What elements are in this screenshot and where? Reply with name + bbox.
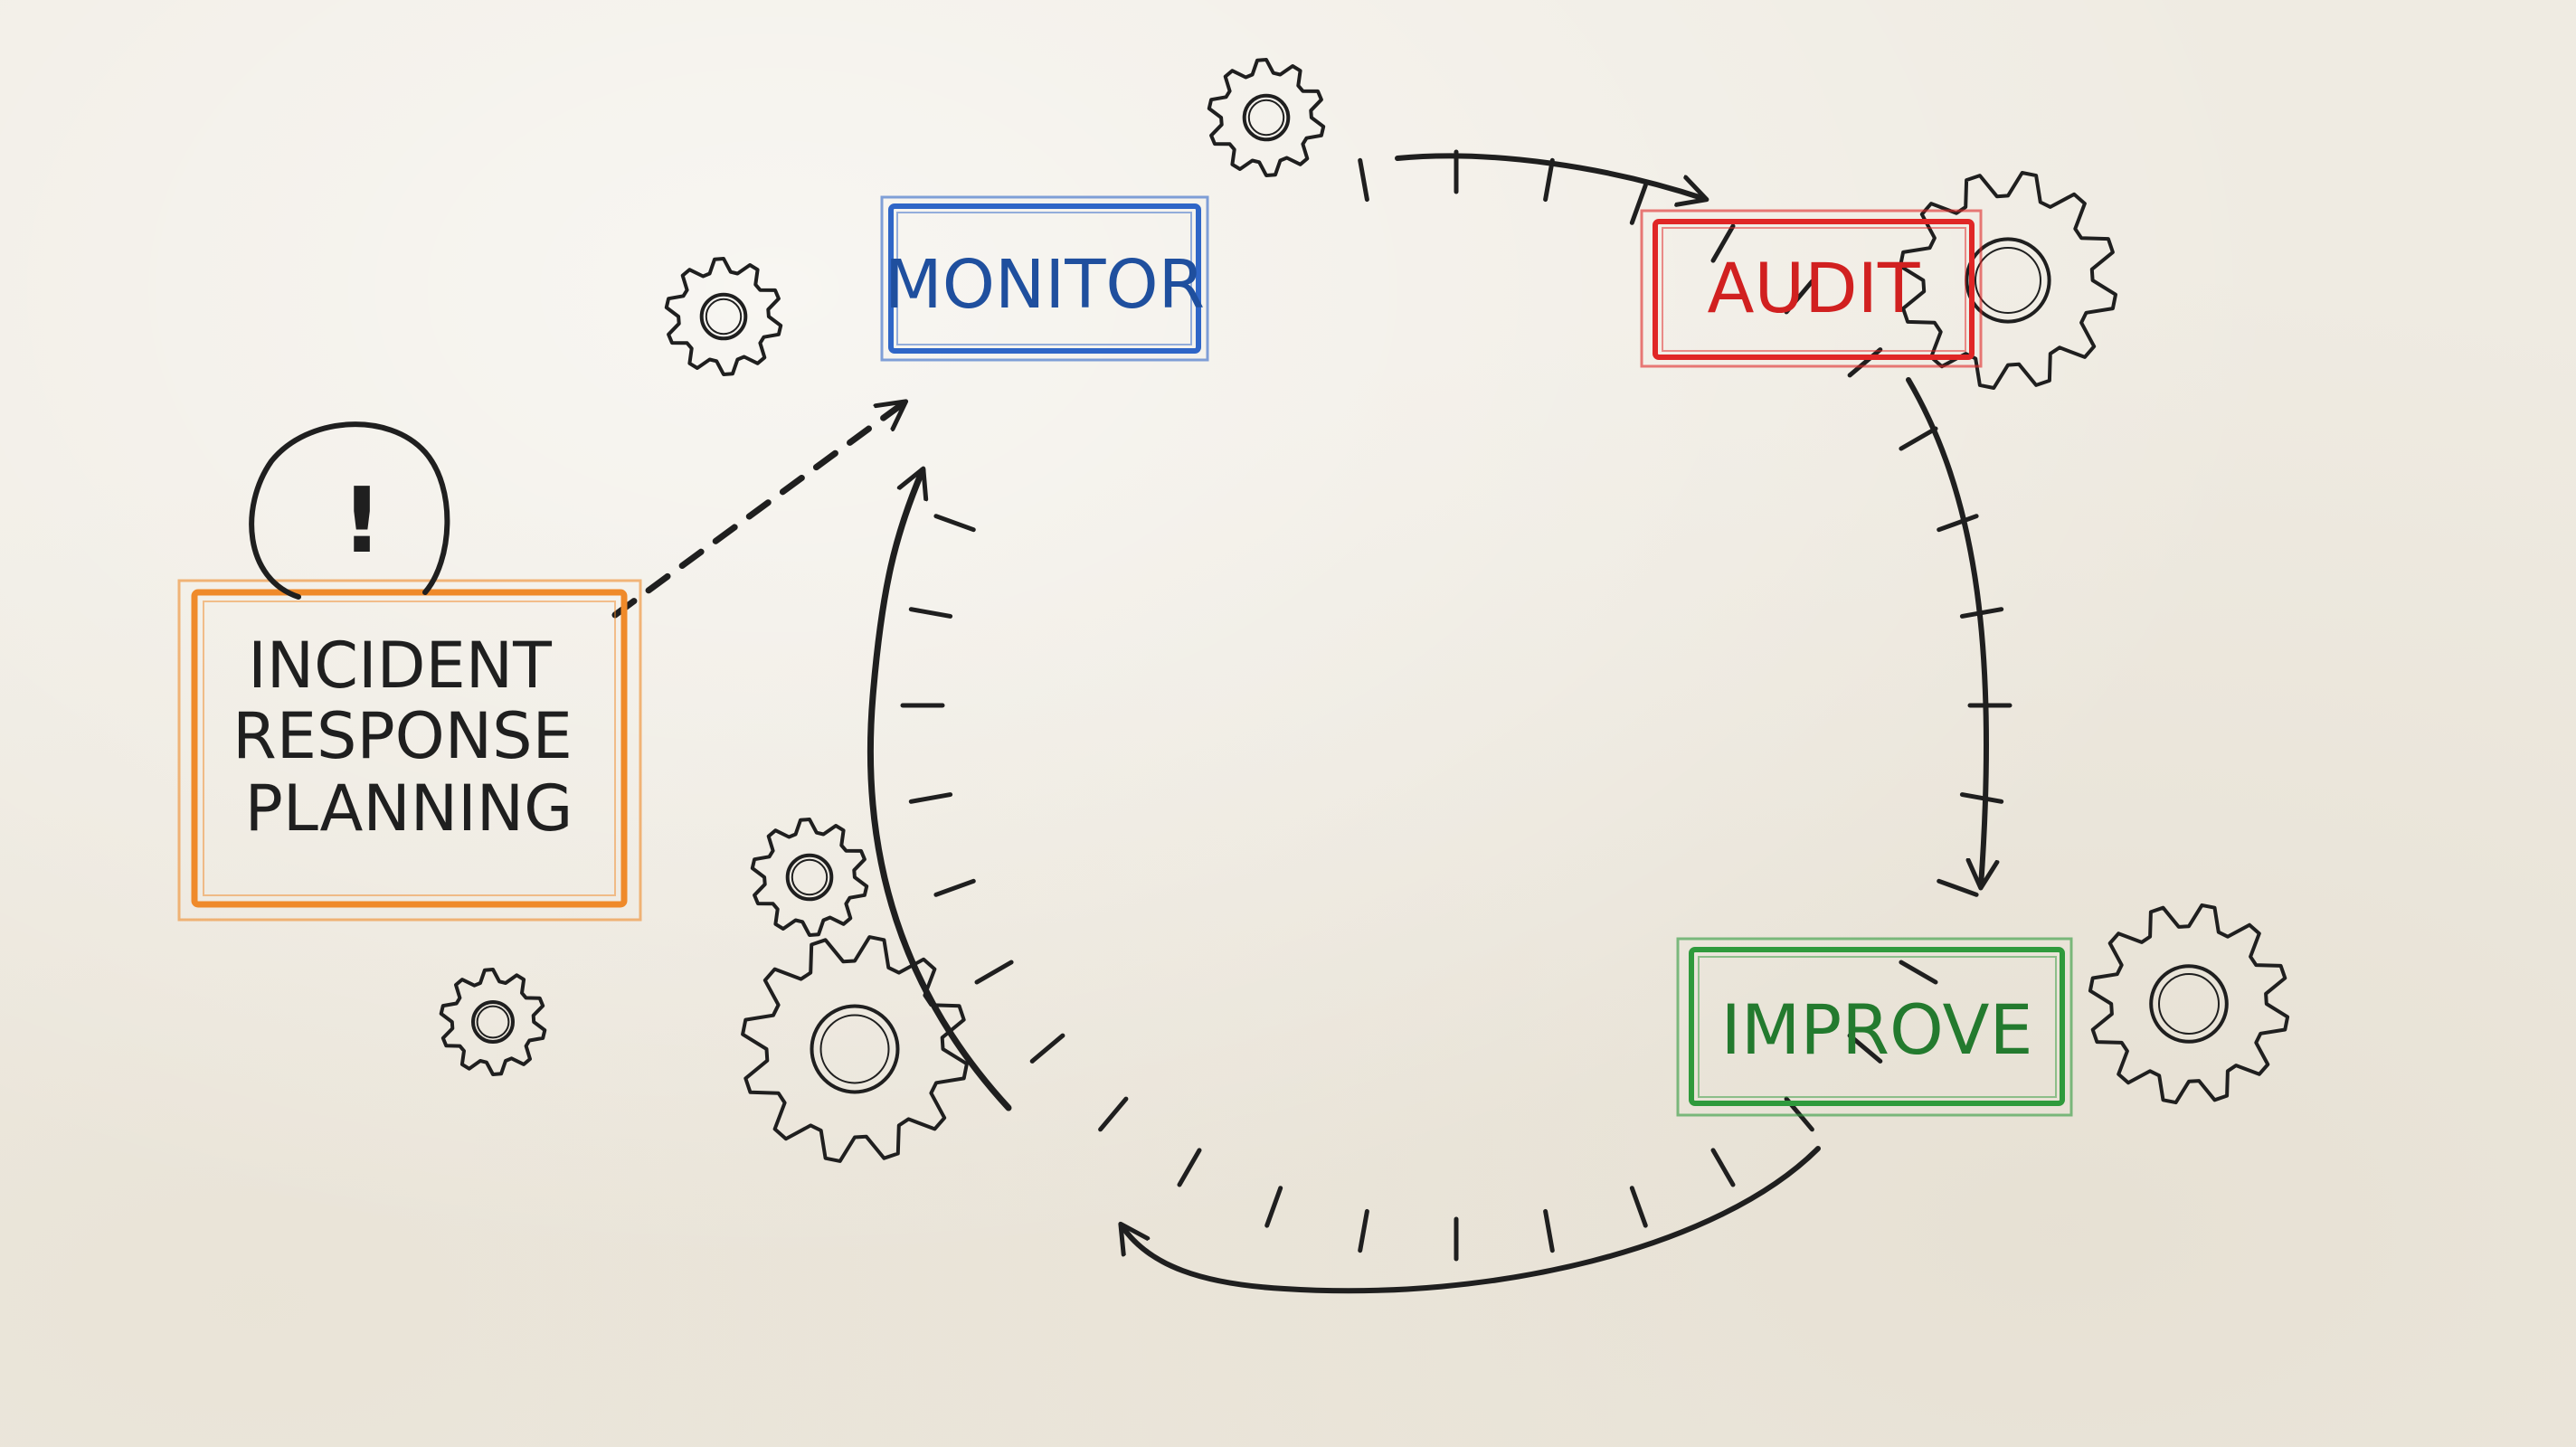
ring-tick xyxy=(1029,1033,1065,1064)
incident-line-1: INCIDENT xyxy=(248,629,552,703)
ring-tick xyxy=(1543,157,1555,203)
ring-tick xyxy=(908,792,953,804)
incident-line-2: RESPONSE xyxy=(232,699,573,773)
ring-tick xyxy=(1899,960,1938,985)
ring-tick xyxy=(1543,1208,1555,1253)
ring-tick xyxy=(1784,279,1814,315)
ring-tick xyxy=(1710,223,1736,263)
incident-line-3: PLANNING xyxy=(245,771,573,846)
ring-tick xyxy=(1264,1186,1283,1228)
improve-label: IMPROVE xyxy=(1720,989,2032,1070)
ring-tick xyxy=(1358,1208,1369,1253)
ring-tick xyxy=(1937,514,1979,533)
arrow-incident-to-monitor xyxy=(611,402,904,619)
ring-tick xyxy=(908,607,953,619)
gear-icon xyxy=(664,257,783,376)
ring-tick xyxy=(974,960,1014,985)
gear-icon xyxy=(1899,171,2117,390)
arrow-monitor-to-audit xyxy=(1395,153,1705,199)
incident-response-node: INCIDENT RESPONSE PLANNING xyxy=(177,579,642,922)
ring-tick xyxy=(1937,878,1979,897)
gear-icon xyxy=(2088,903,2290,1105)
improve-node: IMPROVE xyxy=(1676,937,2073,1117)
audit-label: AUDIT xyxy=(1708,248,1921,328)
ring-tick xyxy=(1899,426,1938,451)
arrow-audit-to-improve xyxy=(1906,377,1986,886)
warning-icon-glyph: ! xyxy=(341,468,383,573)
ring-tick xyxy=(933,878,976,897)
gear-icon xyxy=(1207,58,1326,177)
warning-icon: ! xyxy=(249,421,450,600)
monitor-node: MONITOR xyxy=(880,195,1209,362)
audit-node: AUDIT xyxy=(1640,209,1983,368)
ring-tick xyxy=(1629,1186,1648,1228)
ring-tick xyxy=(1098,1096,1129,1132)
ring-tick xyxy=(933,514,976,533)
gear-icon xyxy=(439,968,547,1076)
ring-tick xyxy=(1177,1148,1202,1187)
monitor-label: MONITOR xyxy=(885,246,1205,324)
arrow-bottom-to-monitor xyxy=(867,470,1012,1111)
gear-icon xyxy=(750,818,869,937)
ring-tick xyxy=(1959,792,2004,804)
ring-tick xyxy=(1358,157,1369,203)
ring-tick xyxy=(1629,183,1648,225)
gear-icon xyxy=(741,935,969,1163)
ring-tick xyxy=(1710,1148,1736,1187)
ring-tick xyxy=(1847,1033,1883,1064)
arrow-improve-to-bottom xyxy=(1122,1146,1821,1294)
ring-tick xyxy=(1847,347,1883,378)
